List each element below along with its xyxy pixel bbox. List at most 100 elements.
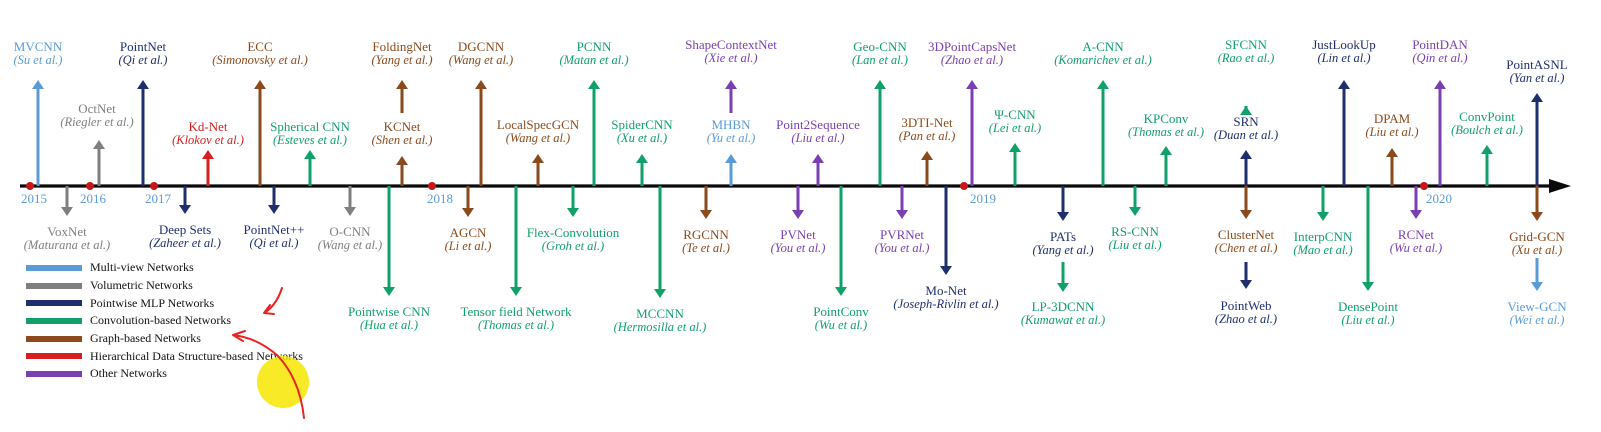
legend-label: Graph-based Networks — [90, 331, 201, 346]
method-label-ecc: ECC(Simonovsky et al.) — [212, 40, 307, 67]
arrow-head-pvrnet — [896, 210, 908, 219]
method-author: (Liu et al.) — [1365, 124, 1419, 139]
arrow-head-lp-3dcnn — [1057, 283, 1069, 292]
legend-label: Multi-view Networks — [90, 260, 194, 275]
year-dot — [26, 182, 34, 190]
arrow-head-localspecgcn — [532, 154, 544, 163]
method-author: (Lei et al.) — [988, 120, 1042, 135]
arrow-head-shapecontextnet — [725, 80, 737, 89]
method-name: PointWeb — [1220, 298, 1272, 313]
method-name: ConvPoint — [1459, 109, 1515, 124]
method-name: Deep Sets — [158, 222, 212, 237]
arrow-head-flex-convolution — [567, 208, 579, 217]
arrow-head-mo-net — [940, 266, 952, 275]
method-label-shapecontextnet: ShapeContextNet(Xie et al.) — [685, 38, 777, 65]
method-label-voxnet: VoxNet(Maturana et al.) — [24, 225, 110, 252]
method-name: PointConv — [813, 304, 869, 319]
arrow-head-sfcnn — [1240, 106, 1252, 115]
method-label-agcn: AGCN(Li et al.) — [445, 226, 492, 253]
arrow-head-grid-gcn — [1531, 212, 1543, 221]
method-label-pointdan: PointDAN(Qin et al.) — [1412, 38, 1468, 65]
method-name: PVNet — [780, 227, 816, 242]
method-author: (Xu et al.) — [616, 130, 668, 145]
method-name: View-GCN — [1507, 299, 1567, 314]
method-author: (Lan et al.) — [852, 52, 908, 67]
method-author: (Qi et al.) — [249, 235, 299, 250]
arrow-head-pointconv — [835, 287, 847, 296]
method-name: MCCNN — [636, 306, 684, 321]
method-author: (Thomas et al.) — [1127, 124, 1205, 139]
arrow-head-pvnet — [792, 210, 804, 219]
method-label-pointwise-cnn: Pointwise CNN(Hua et al.) — [348, 305, 430, 332]
arrow-head-spherical-cnn — [304, 150, 316, 159]
method-name: SFCNN — [1225, 37, 1267, 52]
method-label-rs-cnn: RS-CNN(Liu et al.) — [1108, 225, 1161, 252]
arrow-head-srn — [1240, 150, 1252, 159]
method-label-dgcnn: DGCNN(Wang et al.) — [449, 40, 513, 67]
legend-swatch — [26, 264, 82, 271]
method-label-spidercnn: SpiderCNN(Xu et al.) — [611, 118, 672, 145]
method-author: (You et al.) — [874, 240, 930, 255]
timeline-axis-arrowhead — [1549, 179, 1571, 193]
arrow-head-ecc — [254, 80, 266, 89]
arrow-head-pointasnl — [1531, 93, 1543, 102]
method-author: (Rao et al.) — [1217, 50, 1275, 65]
method-label-kcnet: KCNet(Shen et al.) — [372, 120, 433, 147]
legend-swatch — [26, 282, 82, 289]
method-name: PointNet++ — [243, 222, 305, 237]
method-label-clusternet: ClusterNet(Chen et al.) — [1215, 228, 1278, 255]
method-name: OctNet — [78, 101, 116, 116]
legend-label: Other Networks — [90, 366, 167, 381]
method-author: (Joseph-Rivlin et al.) — [893, 296, 999, 311]
method-label-view-gcn: View-GCN(Wei et al.) — [1507, 300, 1566, 327]
arrow-head-view-gcn — [1531, 282, 1543, 291]
method-author: (Liu et al.) — [791, 130, 845, 145]
method-author: (Qin et al.) — [1412, 50, 1468, 65]
method-author: (Simonovsky et al.) — [212, 52, 308, 67]
method-label-lp-3dcnn: LP-3DCNN(Kumawat et al.) — [1021, 300, 1105, 327]
method-name: Geo-CNN — [853, 39, 907, 54]
method-name: AGCN — [449, 225, 487, 240]
year-dot — [1420, 182, 1428, 190]
method-name: 3DTI-Net — [901, 115, 953, 130]
method-name: Spherical CNN — [270, 119, 350, 134]
method-name: InterpCNN — [1293, 229, 1353, 244]
method-name: Grid-GCN — [1509, 229, 1565, 244]
year-label: 2020 — [1426, 191, 1452, 206]
legend-swatch — [26, 353, 82, 360]
arrow-head-rcnet — [1410, 210, 1422, 219]
method-author: (Hermosilla et al.) — [613, 319, 707, 334]
method-author: (Yang et al.) — [371, 52, 433, 67]
year-label: 2018 — [427, 191, 453, 206]
method-author: (Hua et al.) — [360, 317, 418, 332]
method-author: (Yu et al.) — [706, 130, 756, 145]
method-author: (Zhao et al.) — [1214, 311, 1278, 326]
method-author: (Boulch et al.) — [1451, 122, 1523, 137]
method-label-grid-gcn: Grid-GCN(Xu et al.) — [1509, 230, 1565, 257]
method-author: (You et al.) — [770, 240, 826, 255]
method-label-foldingnet: FoldingNet(Yang et al.) — [372, 40, 433, 67]
method-author: (Riegler et al.) — [60, 114, 134, 129]
arrow-head-justlookup — [1338, 80, 1350, 89]
method-author: (Wang et al.) — [505, 130, 571, 145]
method-label-3dti-net: 3DTI-Net(Pan et al.) — [899, 116, 956, 143]
method-label-flex-convolution: Flex-Convolution(Groh et al.) — [527, 226, 619, 253]
method-author: (Lin et al.) — [1317, 50, 1371, 65]
method-name: ShapeContextNet — [685, 37, 777, 52]
method-label-kpconv: KPConv(Thomas et al.) — [1128, 112, 1204, 139]
legend-swatch — [26, 300, 82, 307]
method-author: (Wang et al.) — [448, 52, 514, 67]
legend-label: Volumetric Networks — [90, 278, 193, 293]
arrow-head-cnn — [1009, 143, 1021, 152]
method-label-o-cnn: O-CNN(Wang et al.) — [318, 225, 382, 252]
method-label-3dpointcapsnet: 3DPointCapsNet(Zhao et al.) — [928, 40, 1016, 67]
year-label: 2017 — [145, 191, 171, 206]
arrow-head-point2sequence — [812, 154, 824, 163]
method-label-pointconv: PointConv(Wu et al.) — [813, 305, 869, 332]
legend-item: Hierarchical Data Structure-based Networ… — [26, 347, 303, 365]
method-name: DensePoint — [1338, 299, 1398, 314]
method-name: PointASNL — [1506, 57, 1568, 72]
method-name: O-CNN — [329, 224, 371, 239]
